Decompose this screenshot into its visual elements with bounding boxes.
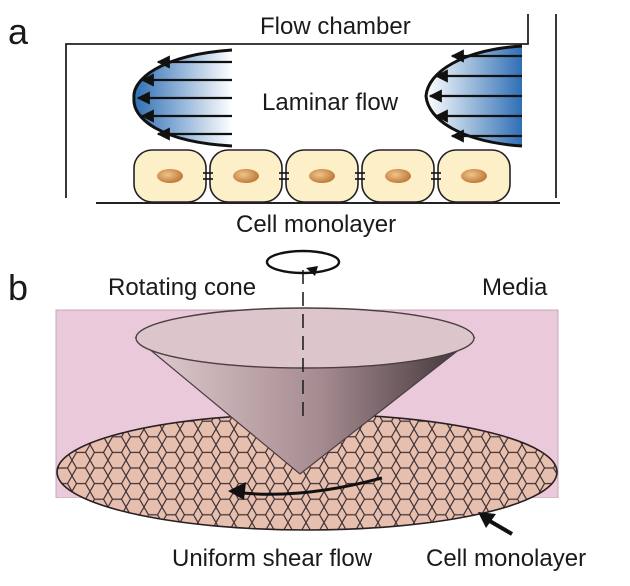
flow-chamber-top-wall — [65, 14, 529, 198]
media-label: Media — [482, 274, 548, 301]
cell-monolayer-pointer-arrow — [478, 512, 514, 536]
rotating-cone-label: Rotating cone — [108, 274, 256, 301]
cell — [285, 149, 359, 203]
cell-monolayer-label-a: Cell monolayer — [236, 211, 396, 238]
panel-b: b Rotating cone Media Uni — [8, 249, 586, 572]
flow-chamber-label: Flow chamber — [260, 13, 411, 40]
rotation-arrow-icon — [265, 249, 341, 276]
cell-junctions — [203, 172, 441, 180]
panel-a-letter: a — [8, 11, 29, 52]
cell — [209, 149, 283, 203]
cell — [437, 149, 511, 203]
cell — [361, 149, 435, 203]
cell — [133, 149, 207, 203]
laminar-flow-profile-right — [424, 44, 523, 148]
laminar-flow-profile-left — [132, 48, 233, 148]
uniform-shear-flow-label: Uniform shear flow — [172, 545, 373, 572]
shear-flow-arrowhead — [228, 482, 246, 500]
cell-monolayer-a — [133, 149, 511, 203]
panel-b-letter: b — [8, 267, 28, 308]
shear-flow-arrow — [233, 476, 383, 496]
rotating-cone — [134, 307, 476, 475]
laminar-flow-label: Laminar flow — [262, 89, 399, 116]
panel-a: a Flow chamber Laminar flow — [8, 11, 560, 238]
cell-monolayer-label-b: Cell monolayer — [426, 545, 586, 572]
